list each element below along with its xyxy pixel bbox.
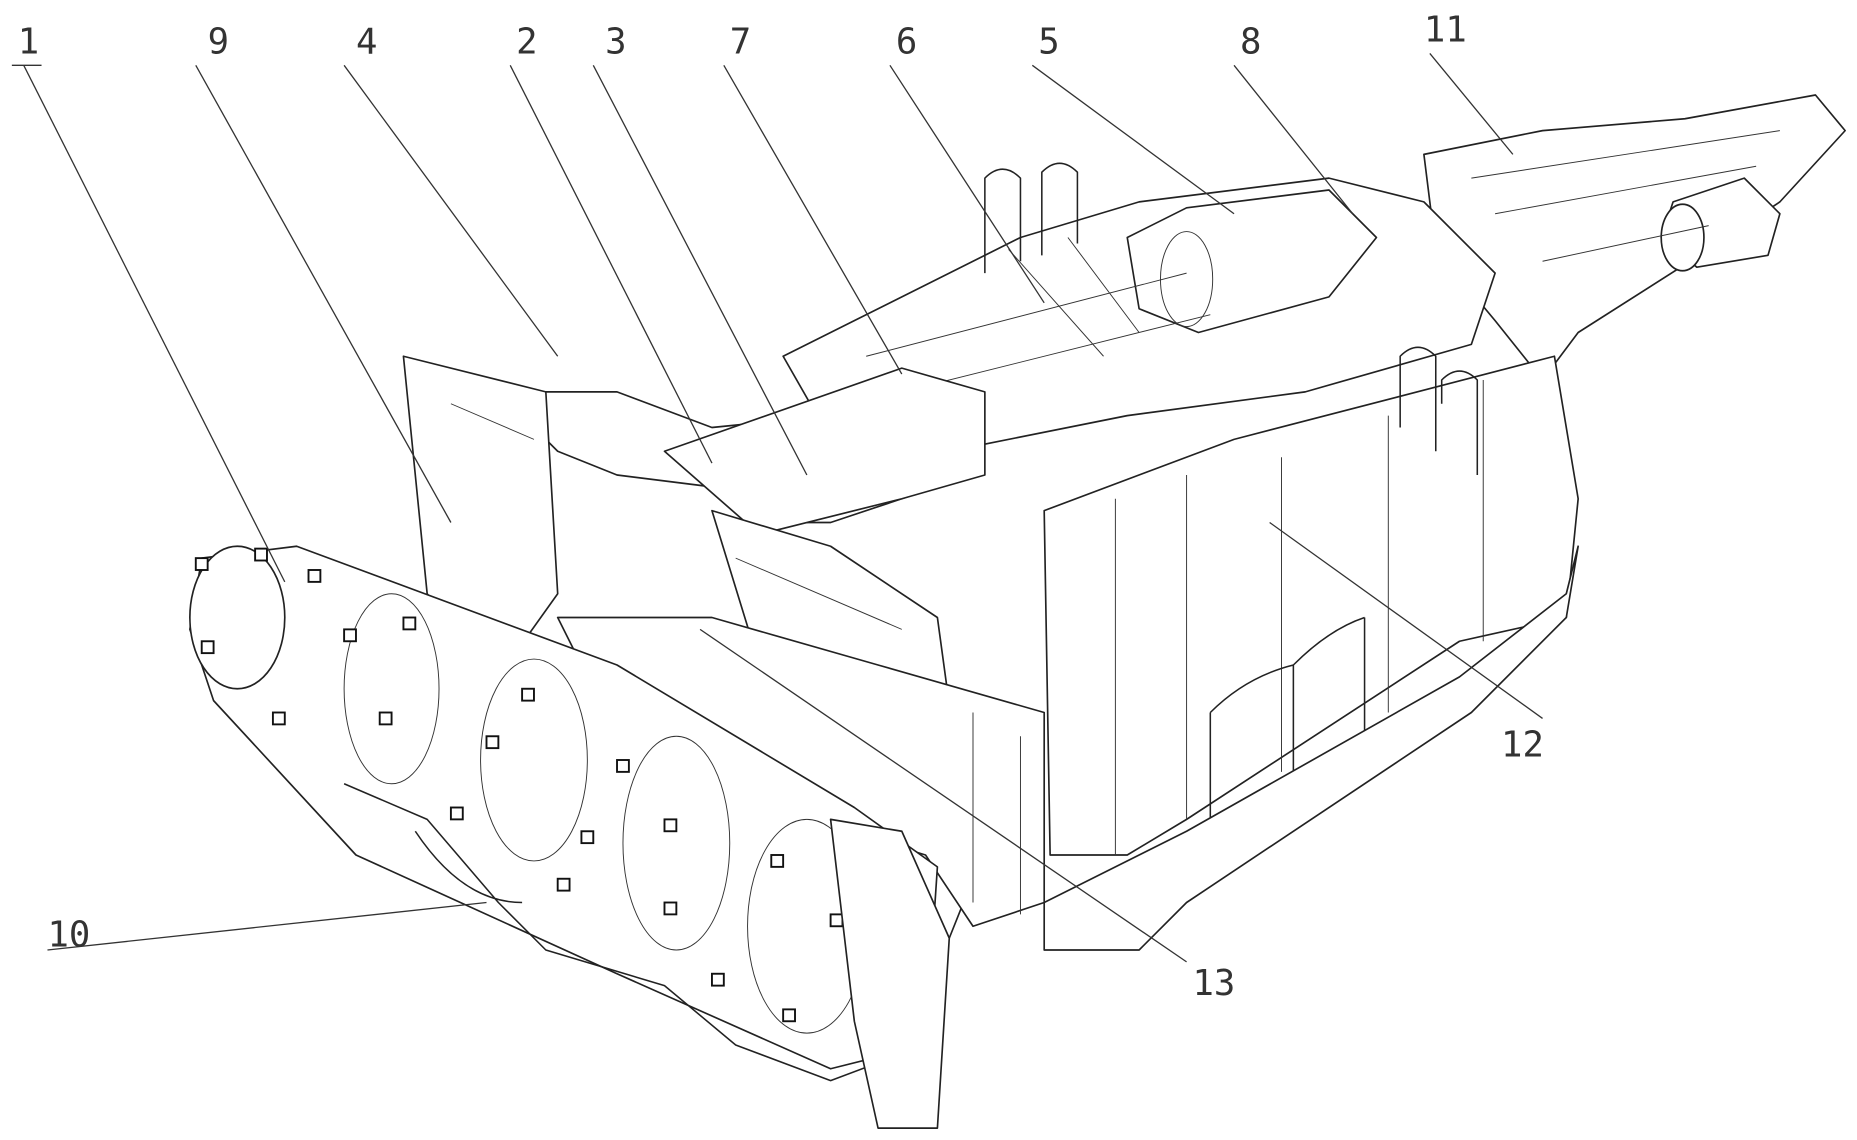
label-7: 7 [730, 21, 751, 62]
leader-4 [344, 65, 558, 356]
machine-drawing [190, 95, 1845, 1128]
label-8: 8 [1240, 21, 1261, 62]
label-9: 9 [208, 21, 229, 62]
label-12: 12 [1501, 724, 1544, 765]
tail-motor-end [1661, 204, 1704, 271]
leader-10 [47, 903, 486, 951]
label-1: 1 [18, 21, 39, 62]
leader-5 [1032, 65, 1234, 213]
label-2: 2 [516, 21, 537, 62]
leader-7 [724, 65, 902, 374]
label-6: 6 [896, 21, 917, 62]
leader-11 [1430, 53, 1513, 154]
label-5: 5 [1038, 21, 1059, 62]
leader-1b [24, 65, 285, 582]
label-3: 3 [605, 21, 626, 62]
label-10: 10 [47, 914, 90, 955]
label-4: 4 [356, 21, 377, 62]
tail-boom [1424, 95, 1845, 380]
label-13: 13 [1193, 963, 1236, 1004]
leader-9 [196, 65, 451, 522]
label-11: 11 [1424, 10, 1467, 51]
